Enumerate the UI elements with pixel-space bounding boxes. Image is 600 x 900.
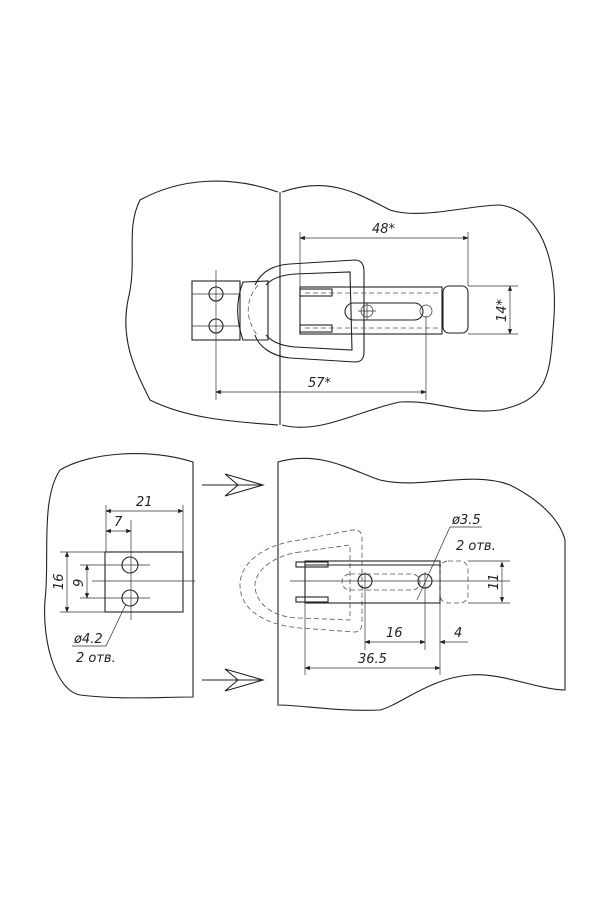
latch-body <box>299 286 443 335</box>
dim-48: 48* <box>372 222 396 237</box>
dim-57: 57* <box>308 376 332 391</box>
hinge-plate-outline <box>104 551 184 613</box>
hinge-panel-marking-view: 21 7 16 9 ø4.2 2 отв. <box>44 453 195 699</box>
dim-36-5: 36.5 <box>358 652 387 667</box>
hinge-knuckle <box>237 280 269 341</box>
right-panel-outline <box>281 184 555 428</box>
hole-diameter-label: ø4.2 <box>73 632 103 647</box>
dim-16: 16 <box>52 573 67 590</box>
adjust-slot <box>344 302 424 321</box>
top-view-assembly: 48* 57* 14* <box>125 180 555 428</box>
dim-16-right: 16 <box>386 626 403 641</box>
dim-4: 4 <box>454 626 462 641</box>
hole-diameter-label-right: ø3.5 <box>451 513 481 528</box>
latch-bail-loop <box>254 259 365 363</box>
dim-9: 9 <box>72 579 87 587</box>
left-panel-outline <box>125 180 279 426</box>
dim-14: 14* <box>495 298 510 322</box>
hole-count-label: 2 отв. <box>76 651 116 666</box>
hole-count-label-right: 2 отв. <box>456 539 496 554</box>
dim-11: 11 <box>487 573 502 590</box>
latch-panel-marking-view: 11 16 4 36.5 ø3.5 2 отв. <box>239 457 566 711</box>
arrow-right-icon <box>224 473 265 497</box>
latch-tab <box>442 285 469 334</box>
dim-7: 7 <box>114 515 123 530</box>
direction-arrows <box>202 473 265 692</box>
right-panel-outline-bottom <box>277 457 566 711</box>
arrow-right-icon <box>224 668 265 692</box>
dim-21: 21 <box>136 495 153 510</box>
left-panel-outline-bottom <box>44 453 194 699</box>
